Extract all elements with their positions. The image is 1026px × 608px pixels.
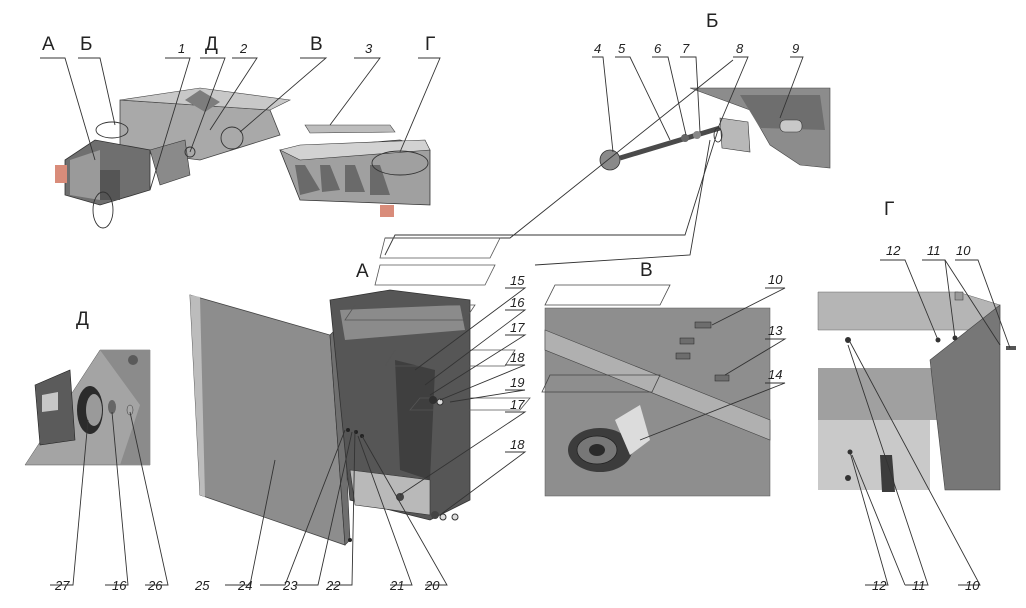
callout-1: 1 [178, 41, 185, 56]
callout-16a: 16 [510, 295, 525, 310]
main-view-a [189, 237, 531, 586]
detail-g-view [817, 259, 1016, 586]
callout-9: 9 [792, 41, 799, 56]
callout-26: 26 [147, 578, 163, 593]
callout-10c: 10 [965, 578, 980, 593]
callout-10a: 10 [768, 272, 783, 287]
view-label-a-main: А [356, 261, 369, 282]
callout-15: 15 [510, 273, 525, 288]
view-label-d-detail: Д [76, 309, 89, 330]
view-label-v-detail: В [640, 260, 653, 281]
detail-d-view [24, 349, 169, 586]
callout-22: 22 [325, 578, 341, 593]
overall-assembly-view [40, 57, 441, 229]
callout-12b: 12 [872, 578, 887, 593]
callout-17a: 17 [510, 320, 525, 335]
callout-11b: 11 [912, 578, 926, 593]
callout-7: 7 [682, 41, 690, 56]
callout-14: 14 [768, 367, 782, 382]
callout-13: 13 [768, 323, 783, 338]
view-label-v-top: В [310, 34, 323, 55]
callout-24: 24 [237, 578, 252, 593]
callout-6: 6 [654, 41, 662, 56]
callout-17b: 17 [510, 397, 525, 412]
callout-19: 19 [510, 375, 524, 390]
callout-4: 4 [594, 41, 601, 56]
callout-12a: 12 [886, 243, 901, 258]
detail-v-view [541, 284, 787, 497]
callout-3: 3 [365, 41, 373, 56]
callout-8: 8 [736, 41, 744, 56]
callout-25: 25 [194, 578, 210, 593]
callout-21: 21 [389, 578, 404, 593]
callout-20: 20 [424, 578, 440, 593]
view-label-d-top: Д [205, 34, 218, 55]
callout-27: 27 [54, 578, 70, 593]
callout-18a: 18 [510, 350, 525, 365]
callout-18b: 18 [510, 437, 525, 452]
view-label-b-detail: Б [706, 11, 718, 32]
view-label-g-top: Г [425, 34, 435, 55]
view-label-g-detail: Г [884, 199, 894, 220]
callout-5: 5 [618, 41, 626, 56]
view-label-a-top: А [42, 34, 55, 55]
view-label-b-top: Б [80, 34, 92, 55]
detail-b-view [384, 56, 831, 266]
callout-16b: 16 [112, 578, 127, 593]
callout-23: 23 [282, 578, 298, 593]
callout-11a: 11 [927, 243, 941, 258]
callout-10b: 10 [956, 243, 971, 258]
callout-2: 2 [239, 41, 248, 56]
